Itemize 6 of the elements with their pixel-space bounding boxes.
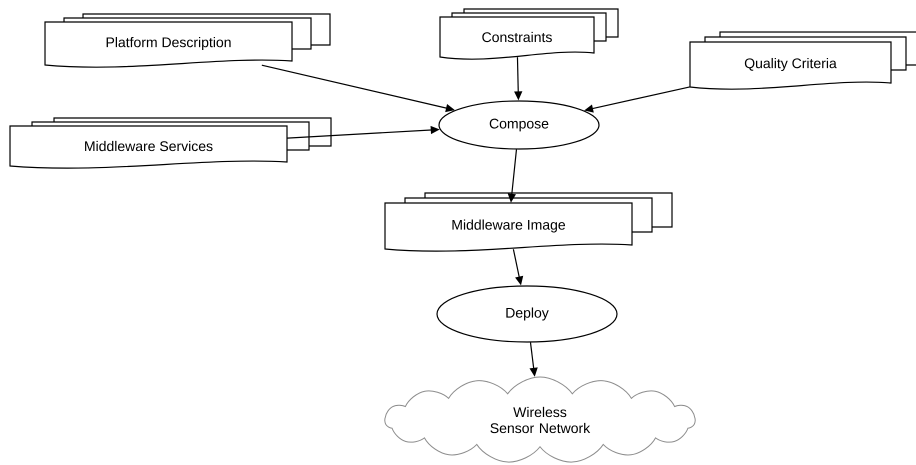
document-stack: Platform Description [44,13,331,68]
document-stack: Constraints [439,8,619,60]
network-cloud: Wireless Sensor Network [384,376,696,463]
document-stack: Quality Criteria [689,31,916,90]
document-stack: Middleware Services [9,117,332,169]
document-stack: Middleware Image [384,192,673,252]
